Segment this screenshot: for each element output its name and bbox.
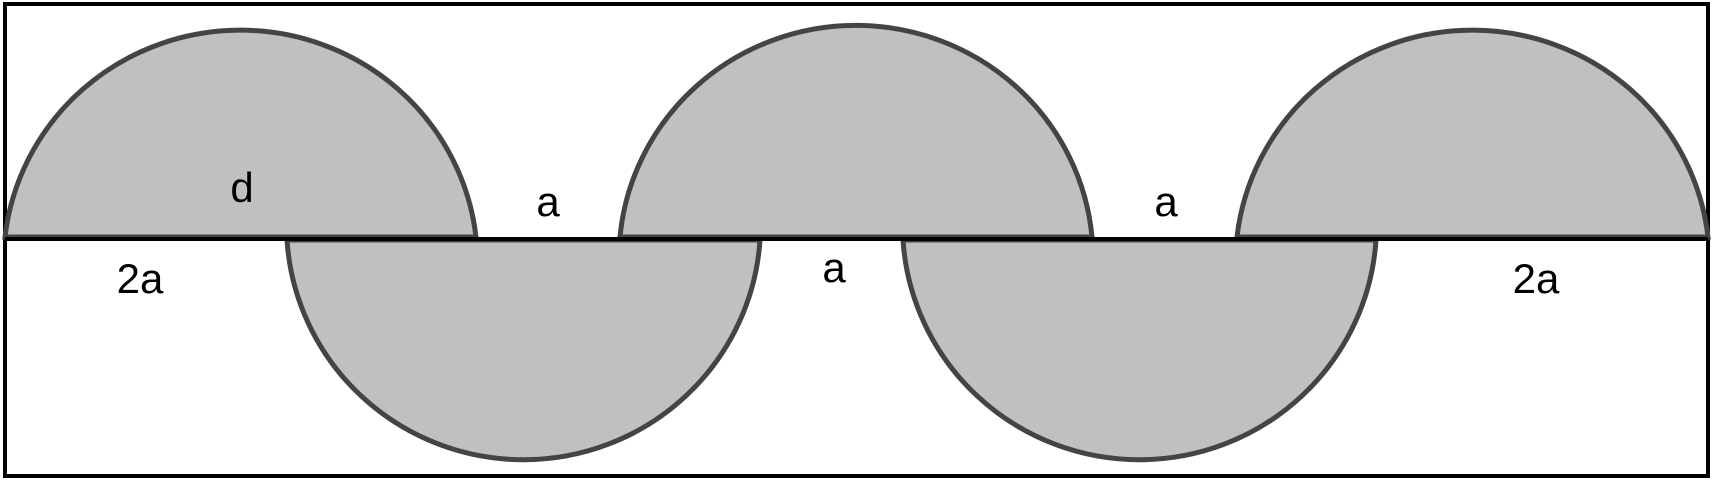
upper-semicircle-2: [617, 22, 1095, 240]
label-top-gap-right: a: [1154, 178, 1178, 225]
label-bottom-right: 2a: [1513, 255, 1560, 302]
lower-semicircle-2: [900, 237, 1379, 463]
label-bottom-left: 2a: [117, 255, 164, 302]
upper-semicircle-3: [1234, 27, 1711, 240]
lower-semicircle-1: [284, 237, 763, 463]
label-top-gap-left: a: [536, 178, 560, 225]
upper-semicircle-1: [2, 27, 479, 240]
label-diameter: d: [230, 164, 253, 211]
label-bottom-gap-middle: a: [822, 244, 846, 291]
